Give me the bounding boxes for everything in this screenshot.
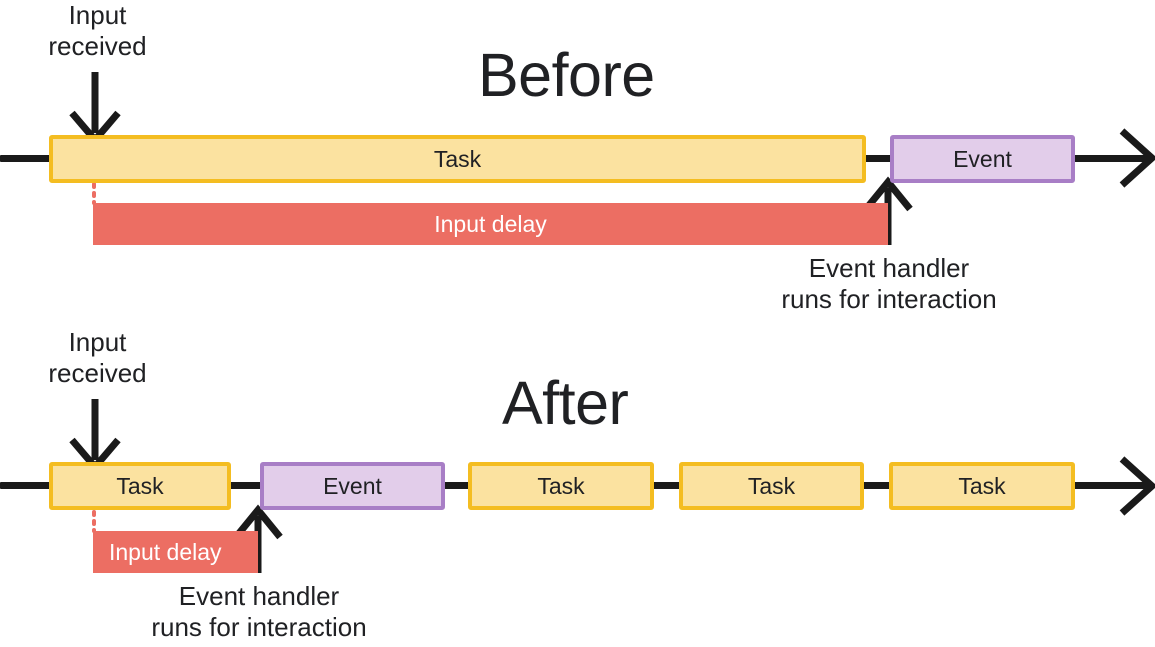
timeline-segment-after-4 (860, 482, 893, 489)
task-block-after-1[interactable]: Task (49, 462, 231, 510)
input-received-label-before: Input received (48, 0, 147, 61)
event-block-after[interactable]: Event (260, 462, 445, 510)
input-received-arrow-before (69, 72, 121, 146)
timeline-segment-after-start (0, 482, 52, 489)
task-block-before[interactable]: Task (49, 135, 866, 183)
input-delay-bar-after: Input delay (93, 531, 258, 573)
event-handler-label-before: Event handler runs for interaction (781, 253, 997, 314)
timeline-segment-after-end (1071, 482, 1149, 489)
event-block-before[interactable]: Event (890, 135, 1075, 183)
timeline-segment-after-3 (650, 482, 683, 489)
task-block-after-3[interactable]: Task (679, 462, 864, 510)
heading-after: After (502, 369, 629, 437)
input-received-arrow-after (69, 399, 121, 473)
task-block-after-2[interactable]: Task (468, 462, 654, 510)
timeline-segment-after-2 (441, 482, 472, 489)
input-received-label-after: Input received (48, 327, 147, 388)
input-delay-bar-before: Input delay (93, 203, 888, 245)
timeline-segment-before-end (1071, 155, 1149, 162)
event-handler-label-after: Event handler runs for interaction (151, 581, 367, 642)
timeline-segment-before-start (0, 155, 52, 162)
task-block-after-4[interactable]: Task (889, 462, 1075, 510)
heading-before: Before (478, 41, 655, 109)
timeline-segment-before-mid (862, 155, 894, 162)
timeline-segment-after-1 (227, 482, 264, 489)
